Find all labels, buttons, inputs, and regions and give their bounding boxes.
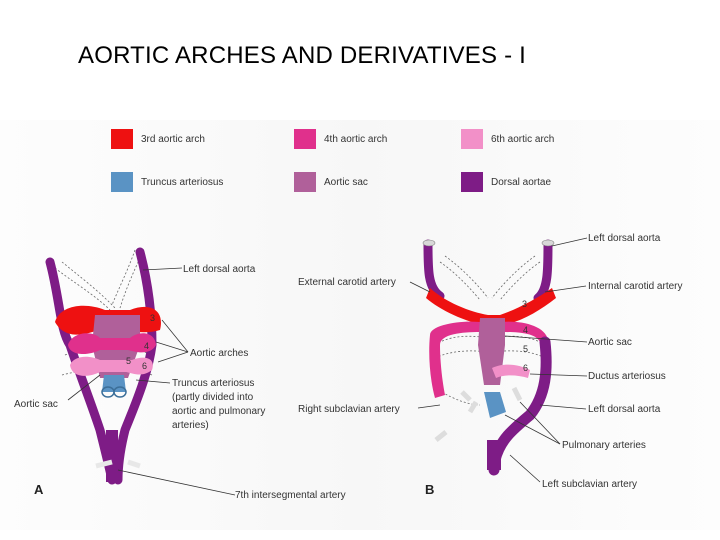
- legend-label: 4th aortic arch: [324, 133, 388, 145]
- legend-label: Dorsal aortae: [491, 176, 552, 188]
- figure-a-leader-lines: [67, 267, 236, 496]
- arch-number-3-b: 3: [522, 299, 527, 309]
- figure-b: 3 4 5 6 Left dorsal aorta External carot…: [298, 233, 683, 497]
- label-aortic-sac-a: Aortic sac: [14, 399, 58, 410]
- vessel-cut-end: [541, 239, 555, 247]
- legend-item-6th-arch: 6th aortic arch: [461, 129, 554, 149]
- legend-swatch: [111, 129, 133, 149]
- label-left-subclavian-b: Left subclavian artery: [542, 479, 637, 490]
- fourth-aortic-arch-left-b: [500, 321, 548, 342]
- label-truncus-note-3: arteries): [172, 420, 209, 431]
- legend-swatch: [294, 172, 316, 192]
- arch-number-5-b: 5: [523, 344, 528, 354]
- label-left-dorsal-aorta-top-b: Left dorsal aorta: [588, 233, 661, 244]
- branch-stubs-b: [434, 386, 523, 442]
- legend-label: 3rd aortic arch: [141, 133, 205, 145]
- truncus-loop-right: [113, 386, 127, 398]
- legend-label: 6th aortic arch: [491, 133, 555, 145]
- right-internal-carotid-b: [423, 239, 445, 301]
- panel-letter-b: B: [425, 482, 434, 497]
- label-aortic-sac-b: Aortic sac: [588, 337, 632, 348]
- page-title: AORTIC ARCHES AND DERIVATIVES - I: [78, 42, 527, 69]
- arch-number-6-b: 6: [523, 363, 528, 373]
- legend-item-dorsal-aortae: Dorsal aortae: [461, 172, 551, 192]
- label-ductus-b: Ductus arteriosus: [588, 371, 666, 382]
- arch-number-6-a: 6: [142, 361, 147, 371]
- arch-number-5-a: 5: [126, 356, 131, 366]
- legend-swatch: [111, 172, 133, 192]
- label-truncus-a: Truncus arteriosus: [172, 378, 254, 389]
- legend-swatch: [461, 129, 483, 149]
- arch-number-4-b: 4: [523, 325, 528, 335]
- panel-letter-a: A: [34, 482, 44, 497]
- label-truncus-note-2: aortic and pulmonary: [172, 406, 265, 417]
- legend-swatch: [461, 172, 483, 192]
- label-pulmonary-b: Pulmonary arteries: [562, 440, 646, 451]
- figure-b-leader-lines: [409, 237, 588, 483]
- legend-label: Truncus arteriosus: [141, 176, 224, 188]
- legend-label: Aortic sac: [324, 176, 368, 188]
- label-aortic-arches-a: Aortic arches: [190, 348, 248, 359]
- figure-a: 3 4 5 6 Left dorsal aorta Aortic arches …: [14, 247, 346, 501]
- legend-item-truncus: Truncus arteriosus: [111, 172, 223, 192]
- legend-item-3rd-arch: 3rd aortic arch: [111, 129, 205, 149]
- intersegmental-branches-a: [95, 459, 141, 469]
- label-right-subclavian-b: Right subclavian artery: [298, 404, 400, 415]
- legend-item-aortic-sac: Aortic sac: [294, 172, 368, 192]
- legend-item-4th-arch: 4th aortic arch: [294, 129, 387, 149]
- fourth-aortic-arch-right-b: [429, 321, 480, 398]
- arch-number-3-a: 3: [150, 313, 155, 323]
- label-left-dorsal-aorta-bottom-b: Left dorsal aorta: [588, 404, 661, 415]
- sixth-aortic-arch-a: [70, 356, 153, 376]
- vessel-cut-end: [422, 239, 436, 247]
- third-aortic-arch-b: [426, 288, 556, 326]
- legend-swatch: [294, 129, 316, 149]
- label-intersegmental-a: 7th intersegmental artery: [235, 490, 346, 501]
- left-dorsal-aorta-top-b: [533, 239, 553, 303]
- fourth-aortic-arch-a: [68, 333, 156, 355]
- label-truncus-note-1: (partly divided into: [172, 392, 254, 403]
- label-external-carotid-b: External carotid artery: [298, 277, 396, 288]
- arch-number-4-a: 4: [144, 341, 149, 351]
- sixth-aortic-arch-b: [492, 364, 530, 378]
- label-left-dorsal-aorta-a: Left dorsal aorta: [183, 264, 256, 275]
- truncus-arteriosus-b: [484, 392, 506, 418]
- label-internal-carotid-b: Internal carotid artery: [588, 281, 683, 292]
